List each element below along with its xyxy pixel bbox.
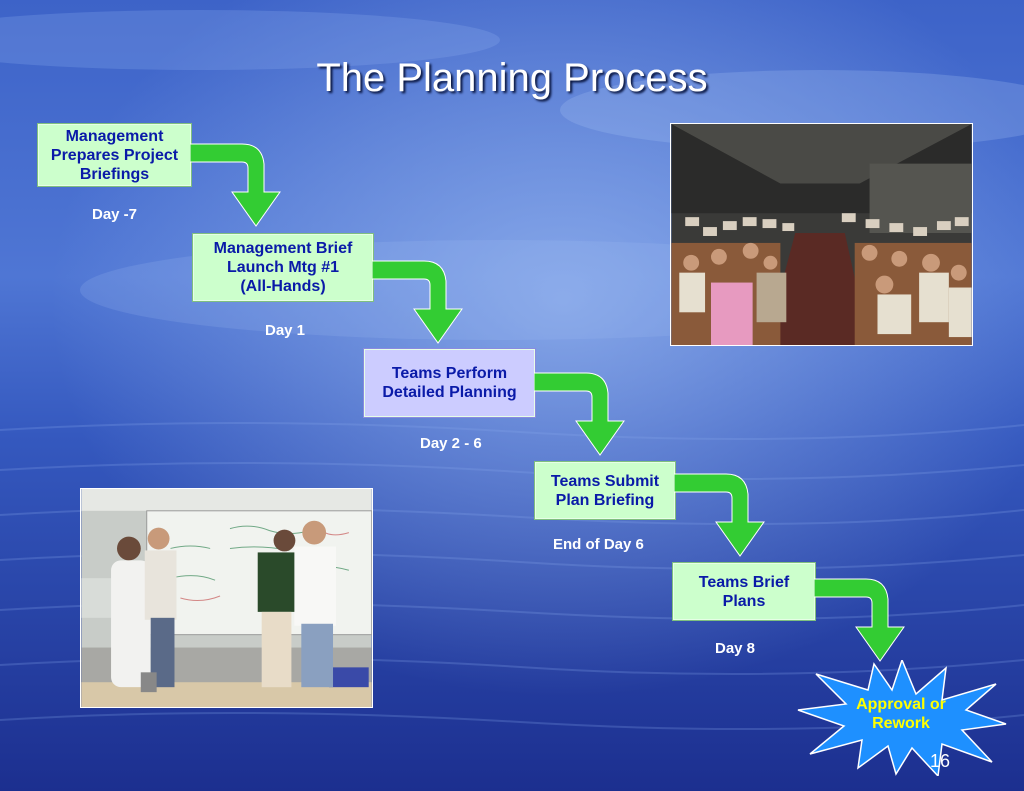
- slide-title: The Planning Process: [316, 56, 708, 100]
- day-label-step-4: End of Day 6: [553, 536, 644, 553]
- step-management-prepares-briefings: Management Prepares Project Briefings: [38, 124, 191, 186]
- step-teams-brief-plans: Teams Brief Plans: [673, 563, 815, 620]
- flow-arrow-4: [674, 473, 765, 557]
- day-label-step-5: Day 8: [715, 640, 756, 657]
- step-management-brief-launch: Management Brief Launch Mtg #1 (All-Hand…: [193, 234, 373, 301]
- flow-arrow-1: [190, 143, 281, 227]
- flow-arrow-3: [534, 372, 625, 456]
- step-teams-submit-briefing: Teams Submit Plan Briefing: [535, 462, 675, 519]
- flow-arrow-5: [814, 578, 905, 662]
- day-label-step-1: Day -7: [92, 206, 138, 223]
- slide-number: 16: [930, 751, 951, 771]
- step-teams-perform-planning: Teams Perform Detailed Planning: [364, 349, 535, 417]
- day-label-step-2: Day 1: [265, 322, 306, 339]
- auditorium-photo: [670, 123, 973, 346]
- outcome-label: Approval or Rework: [856, 696, 946, 732]
- day-label-step-3: Day 2 - 6: [420, 435, 482, 452]
- approval-or-rework-starburst: [797, 660, 1007, 776]
- flow-arrow-2: [372, 260, 463, 344]
- whiteboard-team-photo: [80, 488, 373, 708]
